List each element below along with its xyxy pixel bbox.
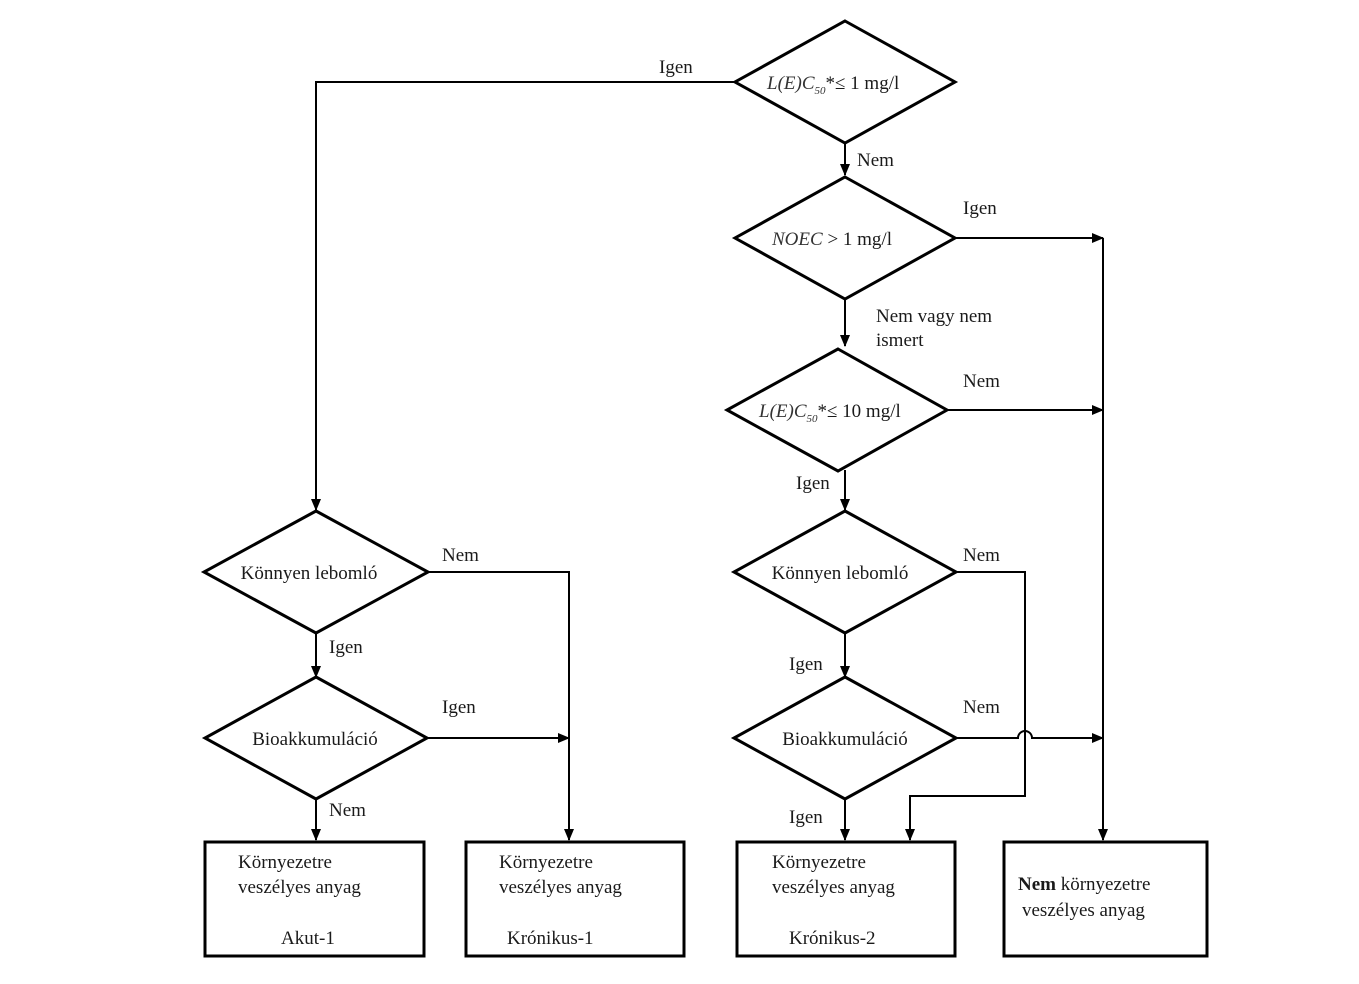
lc50-10-prefix: L(E)C [758,401,807,422]
decision-noec: NOEC > 1 mg/l [731,175,959,301]
decision-left-degrade: Könnyen lebomló [200,509,432,635]
nem-line1-rest: környezetre [1056,874,1150,895]
outcome-nem-veszelyes: Nem környezetre veszélyes anyag [1002,840,1209,958]
noec-prefix: NOEC [771,229,823,250]
lc50-10-suffix: *≤ 10 mg/l [818,401,901,422]
svg-text:L(E)C50*≤ 1 mg/l: L(E)C50*≤ 1 mg/l [766,73,899,97]
kronikus2-line1: Környezetre [772,852,866,873]
edge-labels: Igen Nem Igen Nem vagy nem ismert Nem Ig… [329,57,1000,828]
label-noec-igen: Igen [963,198,997,219]
edge-right-degrade-nem [905,571,1026,841]
noec-suffix: > 1 mg/l [823,229,892,250]
label-right-degrade-igen: Igen [789,654,823,675]
svg-text:Nem környezetre: Nem környezetre [1018,874,1150,895]
label-lc10-nem: Nem [963,371,1000,392]
decision-left-bioacc: Bioakkumuláció [201,675,431,801]
connectors [311,81,1108,841]
left-bioacc-label: Bioakkumuláció [252,729,378,750]
kronikus2-category: Krónikus-2 [789,928,876,949]
decision-lc50-1: L(E)C50*≤ 1 mg/l [731,19,959,145]
akut1-line2: veszélyes anyag [238,877,361,898]
edge-top-igen [311,81,735,511]
right-degrade-label: Könnyen lebomló [772,563,909,584]
svg-text:L(E)C50*≤ 10 mg/l: L(E)C50*≤ 10 mg/l [758,401,901,425]
label-left-bioacc-igen: Igen [442,697,476,718]
right-bioacc-label: Bioakkumuláció [782,729,908,750]
nem-bold: Nem [1018,874,1056,895]
edge-left-degrade-nem [428,571,574,841]
label-right-bioacc-igen: Igen [789,807,823,828]
label-left-degrade-nem: Nem [442,545,479,566]
decision-right-degrade: Könnyen lebomló [730,509,960,635]
label-right-bioacc-nem: Nem [963,697,1000,718]
decision-lc50-10: L(E)C50*≤ 10 mg/l [723,347,951,473]
label-right-degrade-nem: Nem [963,545,1000,566]
akut1-line1: Környezetre [238,852,332,873]
lc50-10-sub: 50 [807,413,819,425]
label-top-nem: Nem [857,150,894,171]
lc50-1-sub: 50 [815,85,827,97]
nem-line2: veszélyes anyag [1022,900,1145,921]
lc50-1-prefix: L(E)C [766,73,815,94]
edge-right-bioacc-nem [956,730,1104,743]
lc50-1-suffix: *≤ 1 mg/l [826,73,900,94]
label-left-degrade-igen: Igen [329,637,363,658]
label-left-bioacc-nem: Nem [329,800,366,821]
kronikus1-line1: Környezetre [499,852,593,873]
kronikus1-category: Krónikus-1 [507,928,594,949]
akut1-category: Akut-1 [281,928,335,949]
left-degrade-label: Könnyen lebomló [241,563,378,584]
kronikus1-line2: veszélyes anyag [499,877,622,898]
decision-right-bioacc: Bioakkumuláció [730,675,960,801]
outcome-kronikus-2: Környezetre veszélyes anyag Krónikus-2 [735,840,957,958]
label-noec-nem-2: ismert [876,330,924,351]
outcome-akut-1: Környezetre veszélyes anyag Akut-1 [203,840,426,958]
label-noec-nem-1: Nem vagy nem [876,306,992,327]
kronikus2-line2: veszélyes anyag [772,877,895,898]
outcome-kronikus-1: Környezetre veszélyes anyag Krónikus-1 [464,840,686,958]
label-top-igen: Igen [659,57,693,78]
label-lc10-igen: Igen [796,473,830,494]
svg-text:NOEC > 1 mg/l: NOEC > 1 mg/l [771,229,892,250]
